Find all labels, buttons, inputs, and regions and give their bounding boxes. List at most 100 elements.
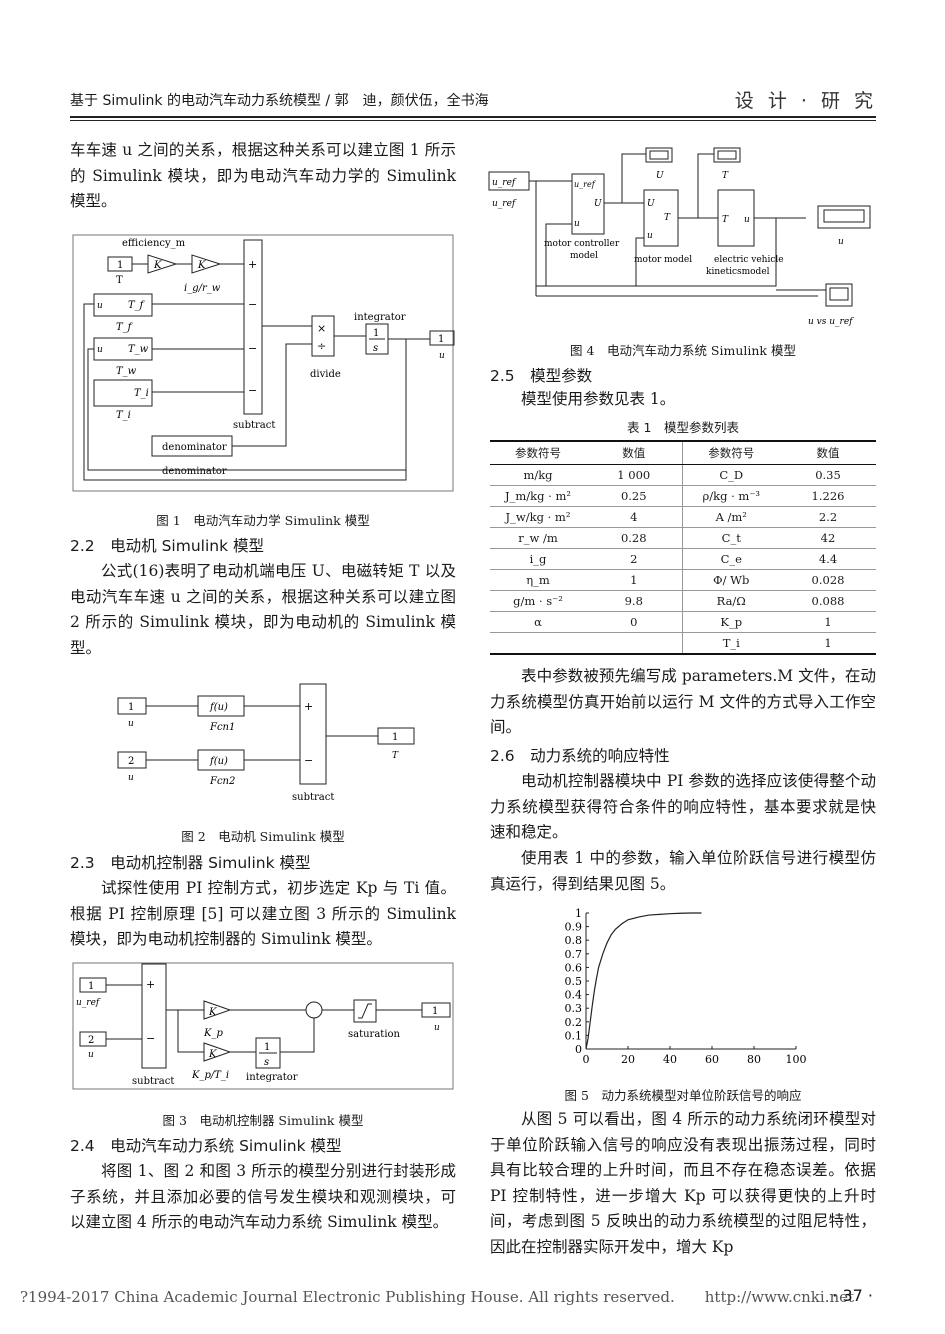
svg-text:u: u (574, 219, 580, 229)
integrator-label: integrator (246, 1072, 298, 1083)
y-tick-label: 0 (575, 1043, 582, 1056)
svg-text:2: 2 (128, 756, 134, 767)
table-cell: T_i (682, 632, 780, 655)
section-2-4-heading: 2.4 电动汽车动力系统 Simulink 模型 (70, 1137, 342, 1155)
fcn2-block: f(u) (209, 756, 228, 767)
figure-2-diagram: 1 u f(u) Fcn1 2 u f(u) Fcn2 + − subtract… (117, 683, 415, 803)
y-tick-label: 0.4 (565, 989, 583, 1002)
table-cell: 0.35 (780, 464, 876, 486)
Tf-label: T_f (116, 322, 134, 333)
svg-text:1: 1 (128, 702, 134, 713)
table-cell: 1.226 (780, 485, 876, 507)
table-cell: 0.088 (780, 590, 876, 612)
section-2-5-heading: 2.5 模型参数 (490, 367, 593, 385)
sum-plus: + (248, 258, 257, 271)
Tf-port: T_f (128, 300, 146, 311)
fcn1-label: Fcn1 (209, 722, 235, 733)
svg-text:−: − (304, 754, 313, 767)
table-cell: m/kg (490, 464, 586, 486)
figure-5-caption: 图 5 动力系统模型对单位阶跃信号的响应 (564, 1088, 802, 1103)
gain-K1: K (153, 260, 162, 271)
figure-4-diagram: u_ref u_ref u_ref U u motor controller m… (488, 147, 871, 327)
fcn2-label: Fcn2 (209, 776, 235, 787)
table-header: 数值 (780, 440, 876, 465)
figure-4-caption: 图 4 电动汽车动力系统 Simulink 模型 (570, 343, 796, 358)
table-cell (490, 632, 586, 655)
Kp-label: K_p (203, 1028, 223, 1039)
svg-text:T: T (392, 751, 399, 761)
figure-3-caption: 图 3 电动机控制器 Simulink 模型 (162, 1113, 364, 1128)
table-cell: 2 (586, 548, 683, 570)
svg-text:1: 1 (88, 981, 94, 992)
svg-text:u_ref: u_ref (574, 180, 597, 189)
table-cell: α (490, 611, 586, 633)
table-cell: 4.4 (780, 548, 876, 570)
x-tick-label: 60 (705, 1053, 719, 1066)
table-cell: g/m · s⁻² (490, 590, 586, 612)
svg-text:U: U (594, 199, 602, 209)
svg-text:1: 1 (438, 334, 444, 345)
svg-text:1: 1 (373, 328, 379, 339)
table-cell: C_e (682, 548, 780, 570)
table-cell: Φ/ Wb (682, 569, 780, 591)
svg-text:K: K (208, 1049, 217, 1060)
svg-text:model: model (570, 251, 598, 261)
table-cell: C_t (682, 527, 780, 549)
header-rule-thin (70, 120, 876, 121)
svg-text:T: T (722, 215, 729, 225)
section-2-6-heading: 2.6 动力系统的响应特性 (490, 747, 670, 765)
section-2-3-heading: 2.3 电动机控制器 Simulink 模型 (70, 854, 311, 872)
svg-text:u: u (128, 773, 134, 783)
svg-text:s: s (373, 343, 378, 354)
product-div: ÷ (317, 340, 326, 353)
divide-label: divide (310, 369, 341, 380)
x-tick-label: 20 (621, 1053, 635, 1066)
svg-text:u: u (744, 215, 750, 225)
table-title: 表 1 模型参数列表 (627, 420, 739, 435)
table-cell: 1 (780, 611, 876, 633)
conclusion-paragraph: 从图 5 可以看出，图 4 所示的动力系统闭环模型对于单位阶跃输入信号的响应没有… (490, 1110, 876, 1256)
svg-text:+: + (304, 700, 313, 713)
header-rule (70, 116, 876, 118)
svg-text:1: 1 (264, 1042, 270, 1053)
svg-text:T: T (664, 213, 671, 223)
y-tick-label: 0.2 (565, 1016, 583, 1029)
svg-text:+: + (146, 978, 155, 991)
svg-text:u: u (838, 237, 844, 247)
svg-text:u: u (439, 351, 445, 361)
KpTi-label: K_p/T_i (191, 1070, 229, 1081)
section-2-4-paragraph: 将图 1、图 2 和图 3 所示的模型分别进行封装形成子系统，并且添加必要的信号… (70, 1162, 456, 1231)
igrw-label: i_g/r_w (184, 283, 221, 294)
x-tick-label: 40 (663, 1053, 677, 1066)
table-cell: 1 (586, 569, 683, 591)
sum-minus-2: − (248, 342, 257, 355)
svg-text:u: u (97, 345, 103, 355)
gain-K2: K (197, 260, 206, 271)
svg-text:U: U (656, 171, 664, 181)
table-cell: 1 000 (586, 464, 683, 486)
table-cell: J_m/kg · m² (490, 485, 586, 507)
y-tick-label: 0.8 (565, 934, 583, 947)
table-cell: 1 (780, 632, 876, 655)
integrator-label: integrator (354, 312, 406, 323)
table-cell: i_g (490, 548, 586, 570)
svg-text:u_ref: u_ref (492, 199, 517, 209)
svg-text:u: u (97, 301, 103, 311)
svg-text:T: T (722, 171, 729, 181)
Tw-label: T_w (116, 366, 137, 377)
svg-text:U: U (647, 199, 655, 209)
table-cell: 0 (586, 611, 683, 633)
table-header: 参数符号 (490, 440, 586, 465)
section-2-5-paragraph: 模型使用参数见表 1。 (521, 390, 676, 408)
table-cell: r_w /m (490, 527, 586, 549)
response-line (585, 912, 702, 1050)
svg-text:u_ref: u_ref (76, 998, 101, 1008)
fig1-T-label: T (116, 275, 123, 286)
section-label: 设 计 · 研 究 (734, 90, 877, 112)
table-cell: 42 (780, 527, 876, 549)
section-2-2-heading: 2.2 电动机 Simulink 模型 (70, 537, 264, 555)
svg-text:u: u (88, 1050, 94, 1060)
figure-2-caption: 图 2 电动机 Simulink 模型 (181, 829, 345, 844)
product-times: × (317, 322, 326, 335)
